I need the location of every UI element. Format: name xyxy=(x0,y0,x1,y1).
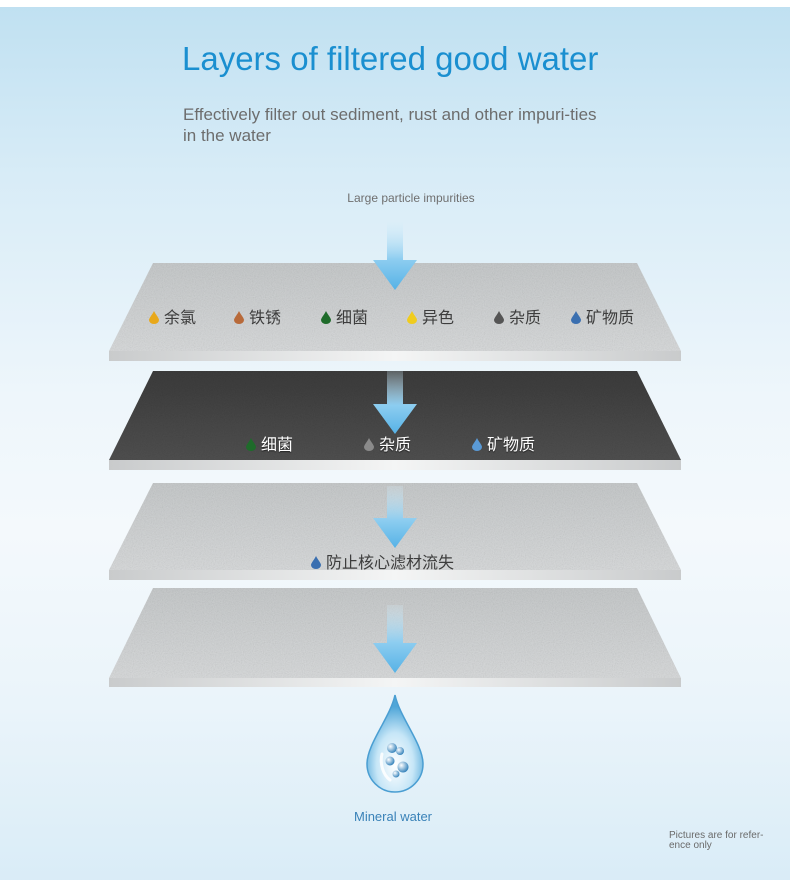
droplet-icon xyxy=(494,311,504,324)
flow-arrow-4 xyxy=(373,605,417,673)
impurity-label: 细菌 xyxy=(261,435,294,454)
impurity-label: 异色 xyxy=(422,308,455,327)
water-drop-icon xyxy=(366,694,424,793)
impurity-label: 杂质 xyxy=(509,308,542,327)
droplet-icon xyxy=(246,438,256,451)
page-title: Layers of filtered good water xyxy=(182,40,599,77)
impurity-label: 杂质 xyxy=(379,435,412,454)
filter-media-retention: 防止核心滤材流失 xyxy=(311,549,454,573)
impurity-rust: 铁锈 xyxy=(234,304,281,328)
impurity-label: 余氯 xyxy=(164,308,197,327)
filter-layer-1 xyxy=(109,263,681,361)
impurity-residual-chlorine: 余氯 xyxy=(149,304,196,328)
flow-arrow-2 xyxy=(373,370,417,434)
droplet-icon xyxy=(311,556,321,569)
top-border xyxy=(0,0,790,7)
droplet-icon xyxy=(571,311,581,324)
droplet-icon xyxy=(364,438,374,451)
output-label: Mineral water xyxy=(353,809,433,824)
impurity-minerals: 矿物质 xyxy=(571,304,634,328)
flow-arrow-1 xyxy=(373,222,417,290)
impurity-label: 矿物质 xyxy=(487,435,536,454)
impurity-discoloration: 异色 xyxy=(407,304,454,328)
impurity-sediment: 杂质 xyxy=(364,431,411,455)
droplet-icon xyxy=(407,311,417,324)
droplet-icon xyxy=(472,438,482,451)
impurity-label: 防止核心滤材流失 xyxy=(326,553,455,572)
droplet-icon xyxy=(234,311,244,324)
flow-arrow-3 xyxy=(373,486,417,548)
impurity-bacteria: 细菌 xyxy=(246,431,293,455)
impurity-bacteria: 细菌 xyxy=(321,304,368,328)
droplet-icon xyxy=(321,311,331,324)
impurity-label: 铁锈 xyxy=(249,308,282,327)
droplet-icon xyxy=(149,311,159,324)
impurity-label: 矿物质 xyxy=(586,308,635,327)
impurity-minerals: 矿物质 xyxy=(472,431,535,455)
bottom-border xyxy=(0,880,790,884)
input-label: Large particle impurities xyxy=(347,191,475,205)
impurity-sediment: 杂质 xyxy=(494,304,541,328)
page-subtitle: Effectively filter out sediment, rust an… xyxy=(183,105,597,145)
disclaimer-note: Pictures are for refer-ence only xyxy=(669,830,764,851)
impurity-label: 细菌 xyxy=(336,308,369,327)
